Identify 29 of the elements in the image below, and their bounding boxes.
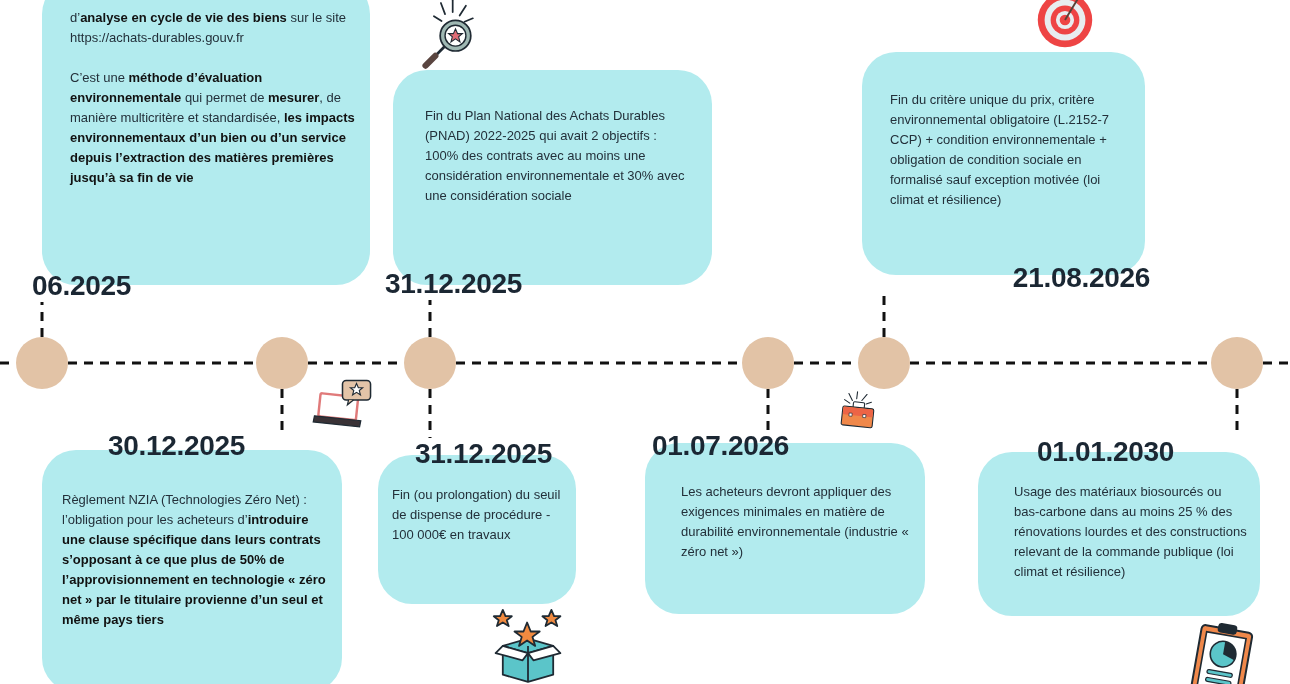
date-heading: 06.2025 (32, 270, 132, 302)
timeline-dot (1211, 337, 1263, 389)
date-heading: 21.08.2026 (1012, 262, 1150, 294)
timeline-dot (742, 337, 794, 389)
dashed-connector (882, 294, 886, 337)
event-description: Les acheteurs devront appliquer des exigences minimales en matière de durabilité environnementale (industrie « zéro net ») (681, 483, 910, 561)
event-description: Règlement NZIA (Technologies Zéro Net) : (62, 491, 308, 509)
timeline-dot (858, 337, 910, 389)
date-heading: 31.12.2025 (385, 268, 523, 300)
timeline-dot (16, 337, 68, 389)
event-description: C’est une méthode d’évaluation environnementale qui permet de mesurer, de manière multicritère et standardisée, les impacts environnementaux d’un bien ou d’un service depuis l’extraction des matières premières jusqu’à sa fin de vie (70, 69, 355, 187)
date-heading: 31.12.2025 (415, 438, 553, 470)
timeline-dot (404, 337, 456, 389)
dashed-connector (68, 361, 256, 365)
event-description: Fin du Plan National des Achats Durables (PNAD) 2022-2025 qui avait 2 objectifs : 100% des contrats avec au moins une considération environnementale et 30% avec une considération sociale (425, 107, 686, 205)
dashed-connector (428, 389, 432, 438)
event-description: Usage des matériaux biosourcés ou bas-carbone dans au moins 25 % des rénovations lourdes et des constructions relevant de la commande publique (loi climat et résilience) (1014, 483, 1248, 581)
dashed-connector (40, 302, 44, 337)
date-heading: 30.12.2025 (108, 430, 246, 462)
dashed-connector (766, 389, 770, 430)
event-description: Fin du critère unique du prix, critère environnemental obligatoire (L.2152-7 CCP) + condition environnementale + obligation de condition sociale en formalisé sauf exception motivée (loi climat et résilience) (890, 91, 1110, 209)
event-description: l’obligation pour les acheteurs d’introduire une clause spécifique dans leurs contrats s’opposant à ce que plus de 50% de l’approvisionnement en technologie « zéro net » par le titulaire provienne d’un seul et même pays tiers (62, 511, 327, 629)
event-description: d’analyse en cycle de vie des biens sur le site https://achats-durables.gouv.fr (70, 9, 348, 47)
date-heading: 01.01.2030 (1037, 436, 1175, 468)
dashed-connector (280, 389, 284, 430)
date-heading: 01.07.2026 (652, 430, 790, 462)
event-description: Fin (ou prolongation) du seuil de dispense de procédure - 100 000€ en travaux (392, 486, 562, 544)
dashed-connector (428, 300, 432, 337)
timeline-dot (256, 337, 308, 389)
